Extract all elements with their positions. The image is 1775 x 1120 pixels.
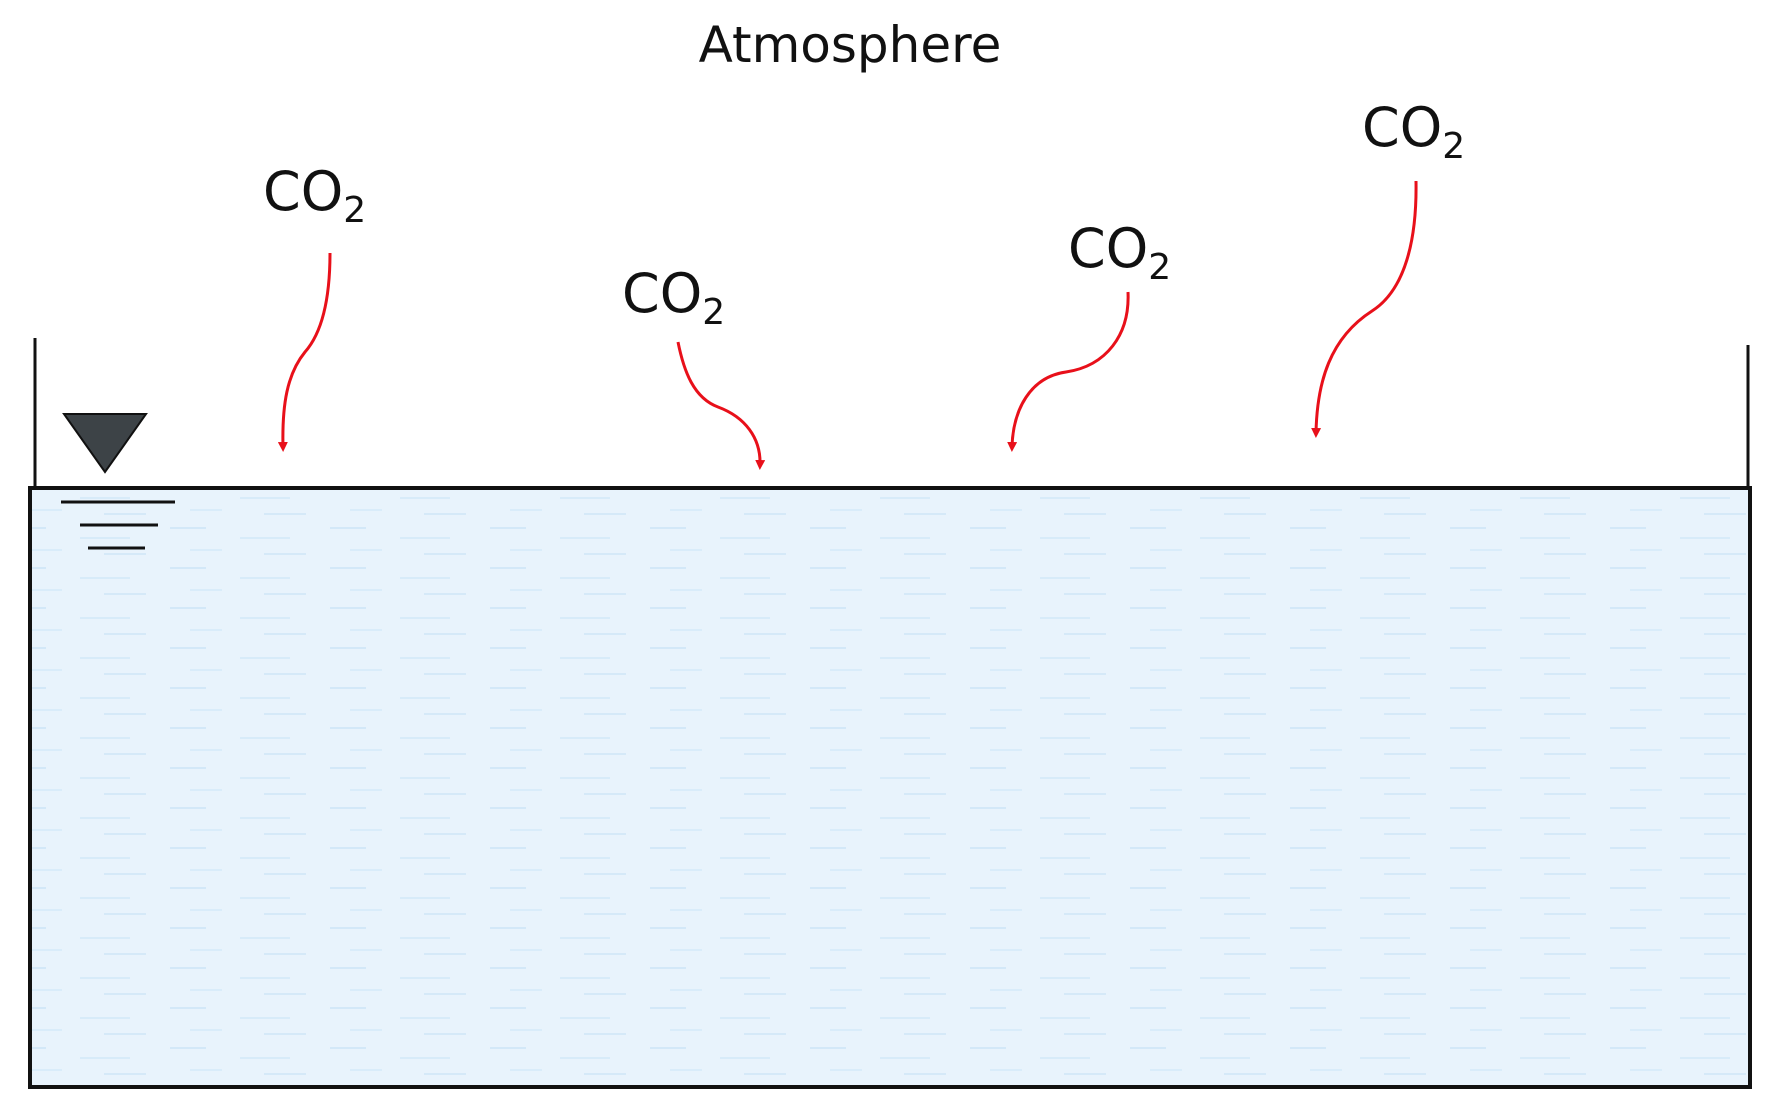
co2-label-3-main: CO <box>1068 217 1148 280</box>
co2-label-3-sub: 2 <box>1148 247 1171 288</box>
co2-arrow-4 <box>1311 180 1418 438</box>
co2-arrow-1 <box>277 252 332 452</box>
co2-label-3: CO2 <box>1068 217 1171 288</box>
atmosphere-label: Atmosphere <box>699 16 1002 74</box>
co2-label-1: CO2 <box>263 160 366 231</box>
co2-arrow-3 <box>1007 291 1130 452</box>
co2-label-4-sub: 2 <box>1442 126 1465 167</box>
co2-label-1-main: CO <box>263 160 343 223</box>
co2-label-1-sub: 2 <box>343 190 366 231</box>
co2-label-2: CO2 <box>622 262 725 333</box>
water-level-marker <box>61 413 175 550</box>
water-level-triangle-icon <box>62 413 148 474</box>
co2-arrow-2 <box>676 341 766 470</box>
co2-label-2-main: CO <box>622 262 702 325</box>
co2-label-2-sub: 2 <box>702 292 725 333</box>
co2-label-4: CO2 <box>1362 96 1465 167</box>
water-body <box>28 486 1752 1089</box>
co2-label-4-main: CO <box>1362 96 1442 159</box>
